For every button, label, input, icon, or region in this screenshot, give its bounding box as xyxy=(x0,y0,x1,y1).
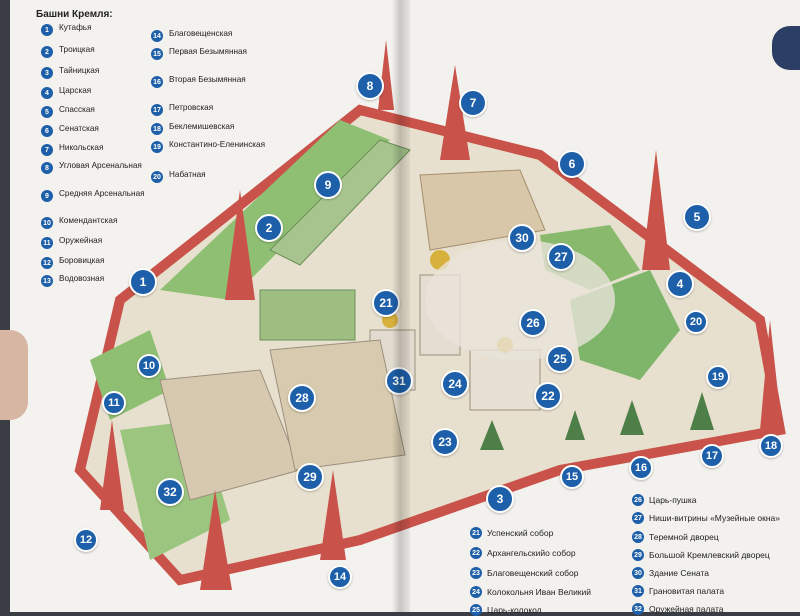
grand-kremlin-palace xyxy=(269,339,406,471)
arsenal-building xyxy=(269,139,411,266)
map-marker[interactable]: 8 xyxy=(356,72,384,100)
map-marker[interactable]: 32 xyxy=(156,478,184,506)
map-marker[interactable]: 25 xyxy=(546,345,574,373)
map-marker[interactable]: 15 xyxy=(560,465,584,489)
tower-spire xyxy=(225,190,255,300)
map-marker[interactable]: 20 xyxy=(684,310,708,334)
map-marker[interactable]: 31 xyxy=(385,367,413,395)
map-marker[interactable]: 1 xyxy=(129,268,157,296)
page-tab-marker xyxy=(772,26,800,70)
tower-spire xyxy=(200,490,232,590)
map-marker[interactable]: 18 xyxy=(759,434,783,458)
tower-roof xyxy=(480,420,504,450)
tower-spire xyxy=(642,150,670,270)
archangel-cathedral xyxy=(469,349,541,411)
map-marker[interactable]: 19 xyxy=(706,365,730,389)
map-marker[interactable]: 30 xyxy=(508,224,536,252)
tower-spire xyxy=(320,470,346,560)
map-marker[interactable]: 4 xyxy=(666,270,694,298)
map-marker[interactable]: 9 xyxy=(314,171,342,199)
map-marker[interactable]: 24 xyxy=(441,370,469,398)
book-gutter xyxy=(392,0,410,612)
tower-roof xyxy=(620,400,644,435)
map-marker[interactable]: 10 xyxy=(137,354,161,378)
map-marker[interactable]: 6 xyxy=(558,150,586,178)
map-marker[interactable]: 28 xyxy=(288,384,316,412)
tower-spire xyxy=(760,320,782,430)
tower-roof xyxy=(565,410,585,440)
map-marker[interactable]: 12 xyxy=(74,528,98,552)
map-marker[interactable]: 5 xyxy=(683,203,711,231)
map-marker[interactable]: 14 xyxy=(328,565,352,589)
map-marker[interactable]: 17 xyxy=(700,444,724,468)
tower-roof xyxy=(690,392,714,430)
tower-spire xyxy=(440,65,470,160)
map-marker[interactable]: 23 xyxy=(431,428,459,456)
map-marker[interactable]: 16 xyxy=(629,456,653,480)
map-marker[interactable]: 2 xyxy=(255,214,283,242)
map-marker[interactable]: 7 xyxy=(459,89,487,117)
alexander-garden xyxy=(160,120,390,300)
map-marker[interactable]: 26 xyxy=(519,309,547,337)
map-marker[interactable]: 21 xyxy=(372,289,400,317)
legend-title: Башни Кремля: xyxy=(36,9,113,20)
map-marker[interactable]: 27 xyxy=(547,243,575,271)
tower-spire xyxy=(100,420,124,510)
map-marker[interactable]: 29 xyxy=(296,463,324,491)
thumb xyxy=(0,330,28,420)
map-marker[interactable]: 3 xyxy=(486,485,514,513)
terem-palace-roof xyxy=(259,289,356,341)
map-marker[interactable]: 22 xyxy=(534,382,562,410)
cathedral-square xyxy=(425,240,615,360)
map-marker[interactable]: 11 xyxy=(102,391,126,415)
